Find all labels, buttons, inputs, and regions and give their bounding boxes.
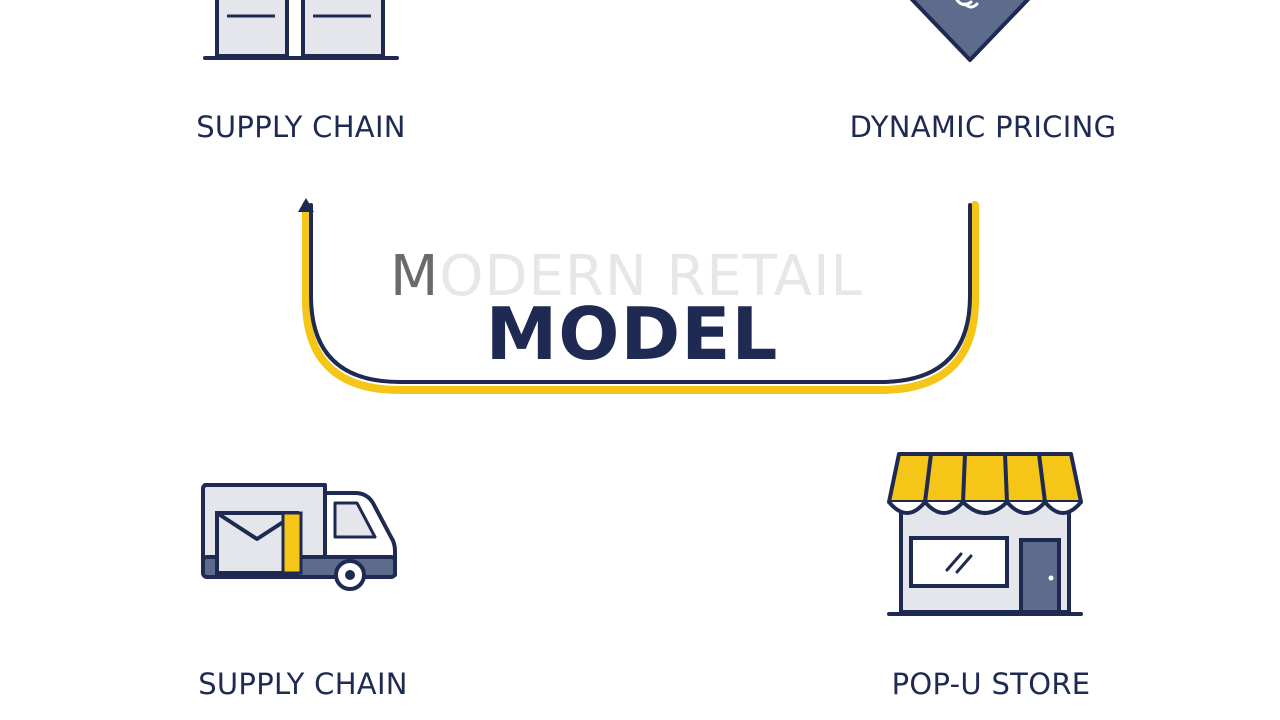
title-line-1: MODERN RETAIL [390, 244, 863, 309]
node-label-bottom-left: SUPPLY CHAIN [198, 667, 408, 701]
node-label-top-right: DYNAMIC PRICING [849, 110, 1117, 144]
warehouse-icon [203, 0, 399, 60]
node-label-top-left: SUPPLY CHAIN [196, 110, 406, 144]
delivery-truck-icon [201, 483, 397, 591]
price-tag-icon [909, 0, 1031, 62]
title-line-2: MODEL [485, 292, 779, 376]
node-label-bottom-right: POP-U STORE [891, 667, 1091, 701]
title-line-1-rest: ODERN RETAIL [439, 244, 863, 309]
title-first-letter: M [390, 244, 440, 309]
storefront-icon [887, 452, 1083, 616]
